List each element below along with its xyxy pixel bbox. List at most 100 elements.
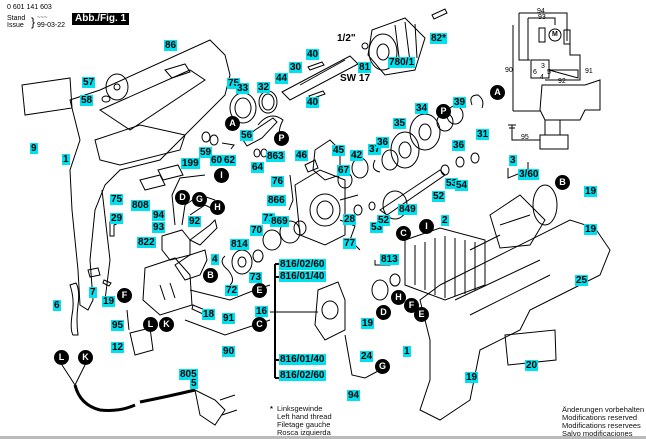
part-label-58[interactable]: 58 bbox=[80, 95, 94, 106]
part-label-816-01-40-bottom[interactable]: 816/01/40 bbox=[279, 354, 326, 365]
part-label-72[interactable]: 72 bbox=[225, 285, 239, 296]
part-label-75[interactable]: 75 bbox=[227, 78, 241, 89]
part-label-90[interactable]: 90 bbox=[222, 346, 236, 357]
part-label-36-left[interactable]: 36 bbox=[376, 137, 390, 148]
part-label-76[interactable]: 76 bbox=[271, 176, 285, 187]
part-label-25[interactable]: 25 bbox=[575, 275, 589, 286]
part-label-16[interactable]: 16 bbox=[255, 306, 269, 317]
part-label-81[interactable]: 81 bbox=[358, 62, 372, 73]
part-label-42[interactable]: 42 bbox=[350, 150, 364, 161]
part-label-54[interactable]: 54 bbox=[455, 180, 469, 191]
part-label-44[interactable]: 44 bbox=[275, 73, 289, 84]
part-label-75-left[interactable]: 75 bbox=[110, 194, 124, 205]
part-label-86[interactable]: 86 bbox=[164, 40, 178, 51]
footnote-line-fr: Filetage gauche bbox=[277, 420, 331, 429]
part-label-19-e[interactable]: 19 bbox=[465, 372, 479, 383]
part-label-816-02-60-top[interactable]: 816/02/60 bbox=[279, 259, 326, 270]
marker-f-left: F bbox=[117, 288, 132, 303]
part-label-59[interactable]: 59 bbox=[199, 147, 213, 158]
part-label-816-01-40-top[interactable]: 816/01/40 bbox=[279, 271, 326, 282]
part-label-36-right[interactable]: 36 bbox=[452, 140, 466, 151]
part-label-849[interactable]: 849 bbox=[398, 204, 417, 215]
part-label-40-top[interactable]: 40 bbox=[306, 49, 320, 60]
marker-p-right: P bbox=[436, 104, 451, 119]
part-label-53-lower[interactable]: 53 bbox=[370, 222, 384, 233]
part-label-3-60[interactable]: 3/60 bbox=[518, 169, 540, 180]
part-label-808[interactable]: 808 bbox=[131, 200, 150, 211]
part-label-9[interactable]: 9 bbox=[30, 143, 38, 154]
part-label-816-02-60-bottom[interactable]: 816/02/60 bbox=[279, 370, 326, 381]
part-label-52-lower[interactable]: 52 bbox=[377, 215, 391, 226]
marker-i-right: I bbox=[419, 219, 434, 234]
marker-h-right: H bbox=[391, 290, 406, 305]
part-label-64[interactable]: 64 bbox=[251, 162, 265, 173]
part-label-19-b[interactable]: 19 bbox=[584, 224, 598, 235]
part-label-73[interactable]: 73 bbox=[249, 272, 263, 283]
motor-symbol: M bbox=[552, 31, 558, 38]
part-label-2[interactable]: 2 bbox=[441, 215, 449, 226]
part-label-46[interactable]: 46 bbox=[295, 150, 309, 161]
part-label-95[interactable]: 95 bbox=[111, 320, 125, 331]
part-label-869[interactable]: 869 bbox=[270, 216, 289, 227]
part-label-92[interactable]: 92 bbox=[188, 216, 202, 227]
marker-b-left: B bbox=[203, 268, 218, 283]
part-label-4[interactable]: 4 bbox=[211, 254, 219, 265]
part-label-19-a[interactable]: 19 bbox=[584, 186, 598, 197]
part-label-93[interactable]: 93 bbox=[152, 222, 166, 233]
part-label-34[interactable]: 34 bbox=[415, 103, 429, 114]
part-label-18[interactable]: 18 bbox=[202, 309, 216, 320]
part-label-94-switch[interactable]: 94 bbox=[152, 210, 166, 221]
part-label-57[interactable]: 57 bbox=[82, 77, 96, 88]
part-label-5[interactable]: 5 bbox=[190, 378, 198, 389]
disclaimer-line-en: Modifications reserved bbox=[562, 413, 638, 422]
part-label-7[interactable]: 7 bbox=[89, 287, 97, 298]
part-label-40-bottom[interactable]: 40 bbox=[306, 97, 320, 108]
part-label-6[interactable]: 6 bbox=[53, 300, 61, 311]
part-label-805[interactable]: 805 bbox=[179, 369, 198, 380]
part-label-67[interactable]: 67 bbox=[337, 165, 351, 176]
part-label-71[interactable]: 71 bbox=[262, 213, 276, 224]
part-label-52-upper[interactable]: 52 bbox=[432, 191, 446, 202]
part-label-45[interactable]: 45 bbox=[332, 145, 346, 156]
part-label-91[interactable]: 91 bbox=[222, 313, 236, 324]
part-label-199[interactable]: 199 bbox=[181, 158, 200, 169]
part-label-77[interactable]: 77 bbox=[343, 238, 357, 249]
part-label-37[interactable]: 37 bbox=[368, 144, 382, 155]
part-label-35[interactable]: 35 bbox=[393, 118, 407, 129]
part-label-82[interactable]: 82* bbox=[430, 33, 448, 44]
part-label-12[interactable]: 12 bbox=[111, 342, 125, 353]
part-label-1[interactable]: 1 bbox=[62, 154, 70, 165]
part-label-814[interactable]: 814 bbox=[230, 239, 249, 250]
part-label-39[interactable]: 39 bbox=[453, 97, 467, 108]
part-label-1-right[interactable]: 1 bbox=[403, 346, 411, 357]
part-label-31[interactable]: 31 bbox=[476, 129, 490, 140]
marker-d-left: D bbox=[175, 190, 190, 205]
part-label-29[interactable]: 29 bbox=[110, 213, 124, 224]
part-label-3[interactable]: 3 bbox=[509, 155, 517, 166]
figure-title: Abb./Fig. 1 bbox=[72, 13, 130, 25]
part-label-30[interactable]: 30 bbox=[289, 62, 303, 73]
schematic-wire-91: 91 bbox=[585, 68, 593, 75]
part-label-28[interactable]: 28 bbox=[343, 214, 357, 225]
schematic-wire-90: 90 bbox=[505, 67, 513, 74]
part-label-863[interactable]: 863 bbox=[266, 151, 285, 162]
part-label-53-upper[interactable]: 53 bbox=[445, 178, 459, 189]
part-label-19-c[interactable]: 19 bbox=[102, 296, 116, 307]
part-label-33[interactable]: 33 bbox=[236, 83, 250, 94]
part-label-24[interactable]: 24 bbox=[360, 351, 374, 362]
schematic-terminal-5: 5 bbox=[547, 69, 551, 76]
part-label-780-1[interactable]: 780/1 bbox=[388, 57, 416, 68]
part-label-94-bottom[interactable]: 94 bbox=[347, 390, 361, 401]
part-label-32[interactable]: 32 bbox=[257, 82, 271, 93]
part-label-813[interactable]: 813 bbox=[380, 254, 399, 265]
part-label-822[interactable]: 822 bbox=[137, 237, 156, 248]
part-label-866[interactable]: 866 bbox=[267, 195, 286, 206]
part-label-19-d[interactable]: 19 bbox=[361, 318, 375, 329]
disclaimer-line-fr: Modifications reservees bbox=[562, 421, 641, 430]
part-label-70[interactable]: 70 bbox=[250, 225, 264, 236]
part-label-60[interactable]: 60 bbox=[210, 155, 224, 166]
part-label-62[interactable]: 62 bbox=[223, 155, 237, 166]
part-label-56[interactable]: 56 bbox=[240, 130, 254, 141]
part-label-20[interactable]: 20 bbox=[525, 360, 539, 371]
footnote-marker: * bbox=[270, 404, 273, 413]
